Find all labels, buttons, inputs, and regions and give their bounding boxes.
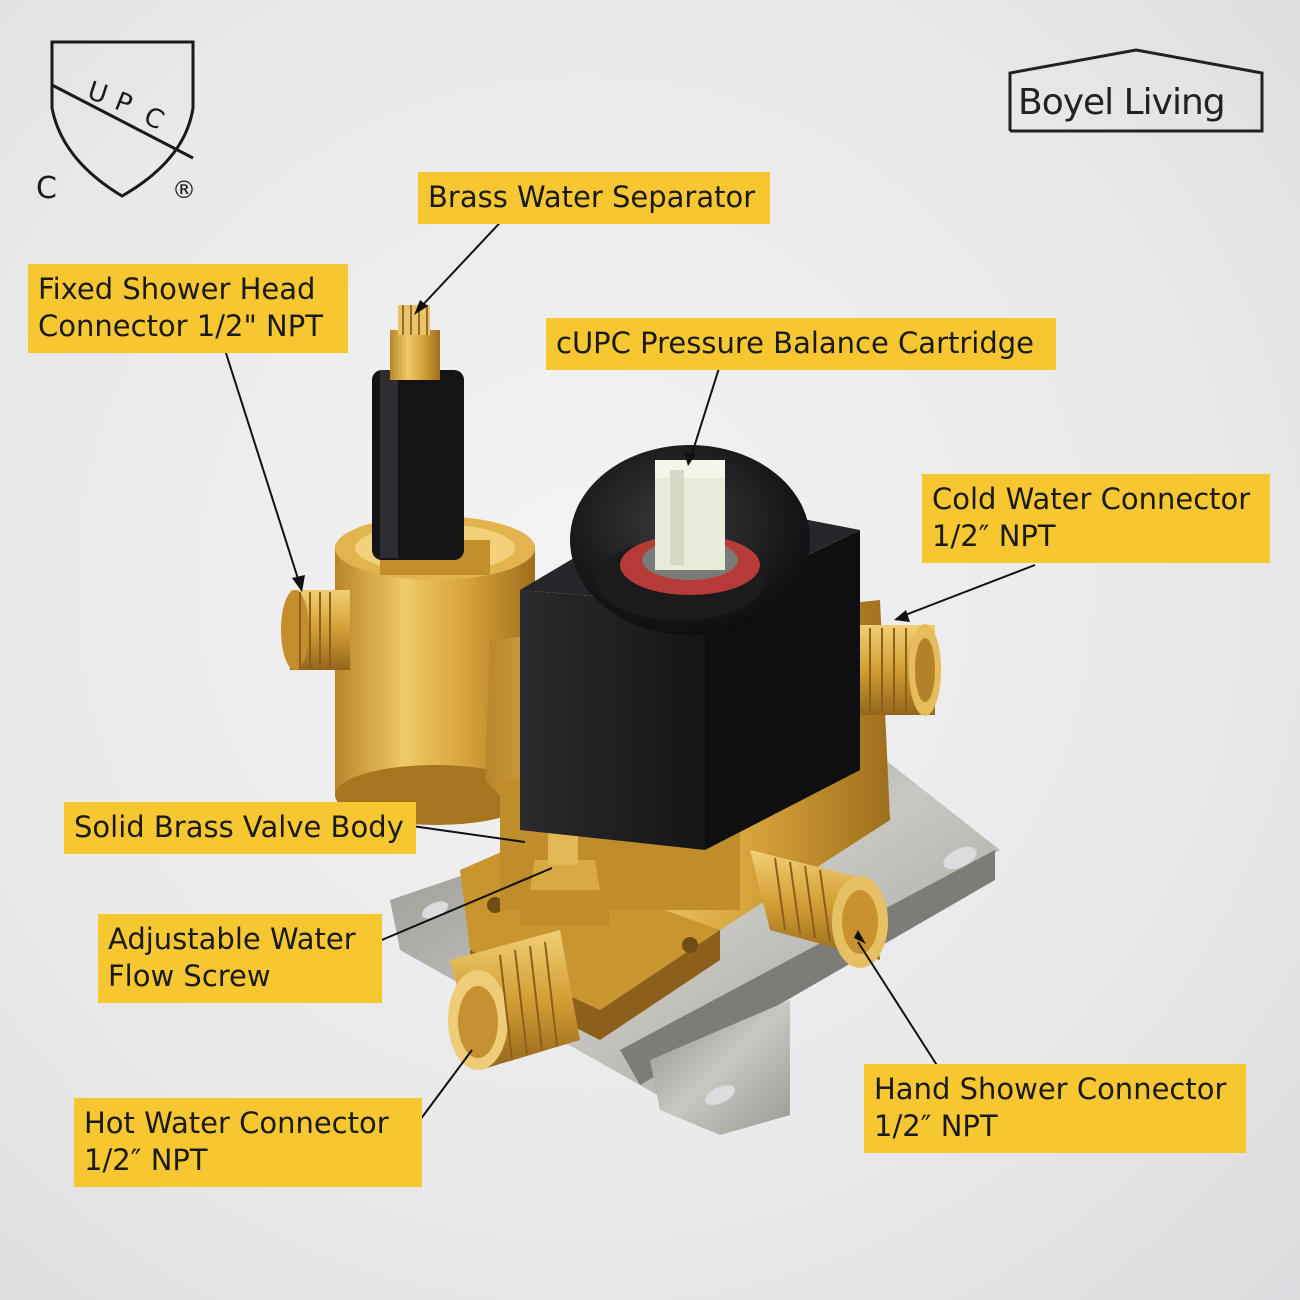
cold-arrow (894, 610, 910, 622)
hand-leader (857, 941, 941, 1071)
cold-water-connector (855, 624, 941, 716)
hand-shower-connector (750, 850, 888, 968)
svg-text:C: C (36, 171, 57, 206)
callout-hot-water-connector: Hot Water Connector 1/2″ NPT (74, 1098, 422, 1187)
separator-leader (417, 211, 511, 311)
cartridge-stem (655, 460, 725, 570)
svg-text:®: ® (172, 176, 196, 204)
flow-screw (520, 812, 610, 925)
separator-stem (372, 305, 490, 575)
hot-leader (419, 1049, 473, 1121)
svg-text:P: P (110, 87, 136, 121)
callout-brass-water-separator: Brass Water Separator (418, 172, 770, 224)
upc-logo-icon (50, 40, 195, 198)
leader-lines (224, 211, 1036, 1121)
callout-cold-water-connector: Cold Water Connector 1/2″ NPT (922, 474, 1270, 563)
svg-text:U: U (84, 76, 111, 110)
cold-leader (899, 564, 1036, 618)
fixed-head-arrow (292, 575, 305, 592)
valve-body-leader (411, 825, 526, 843)
cartridge-arrow (684, 452, 696, 466)
hot-water-connector (448, 930, 580, 1070)
callout-valve-body: Solid Brass Valve Body (64, 802, 416, 854)
upc-logo-letters: U P C C ® (36, 76, 196, 206)
leader-arrowheads (292, 300, 910, 944)
callout-pressure-balance-cartridge: cUPC Pressure Balance Cartridge (546, 318, 1056, 370)
brand-name: Boyel Living (1018, 82, 1226, 123)
callout-hand-shower-connector: Hand Shower Connector 1/2″ NPT (864, 1064, 1246, 1153)
hand-arrow (854, 930, 866, 944)
flow-screw-leader (369, 867, 553, 946)
fixed-head-leader (224, 349, 301, 586)
cartridge-leader (689, 364, 721, 461)
brand-logo-icon (1008, 48, 1264, 133)
callout-flow-screw: Adjustable Water Flow Screw (98, 914, 382, 1003)
callout-fixed-shower-head: Fixed Shower Head Connector 1/2" NPT (28, 264, 348, 353)
fixed-shower-connector (281, 590, 350, 670)
separator-arrow (414, 300, 428, 315)
